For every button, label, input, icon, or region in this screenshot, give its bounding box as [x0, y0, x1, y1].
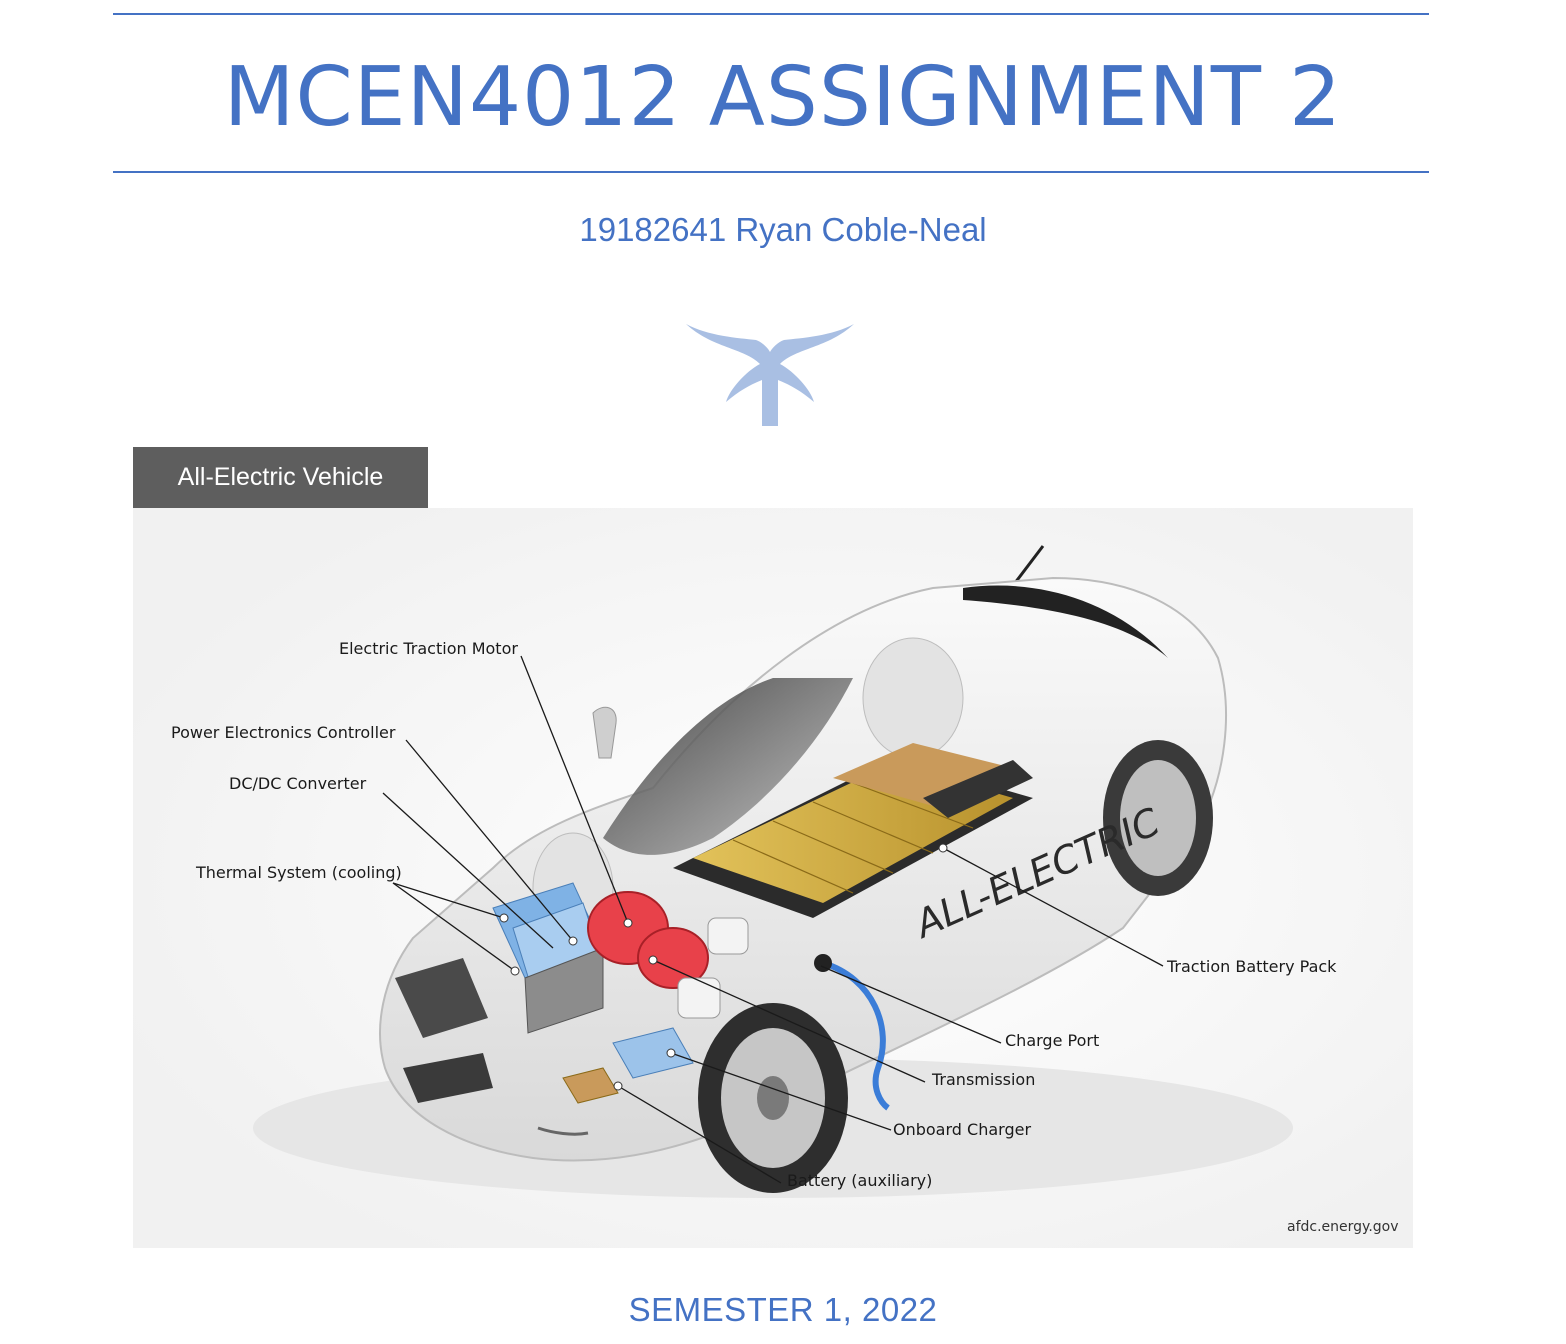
- ev-diagram: ALL-ELECTRIC: [133, 508, 1413, 1248]
- label-transmission: Transmission: [932, 1070, 1036, 1089]
- label-electric-traction-motor: Electric Traction Motor: [339, 639, 518, 658]
- author-line: 19182641 Ryan Coble-Neal: [579, 211, 987, 248]
- label-charge-port: Charge Port: [1005, 1031, 1100, 1050]
- university-logo: [686, 324, 854, 426]
- top-rule: [113, 13, 1429, 15]
- figure-badge: All-Electric Vehicle: [133, 447, 428, 508]
- label-dc-dc-converter: DC/DC Converter: [229, 774, 367, 793]
- semester-line: SEMESTER 1, 2022: [628, 1291, 938, 1328]
- document-title: MCEN4012 ASSIGNMENT 2: [223, 50, 1343, 145]
- image-credit: afdc.energy.gov: [1287, 1219, 1399, 1235]
- label-power-electronics-controller: Power Electronics Controller: [171, 723, 396, 742]
- title-underline: [113, 171, 1429, 173]
- label-thermal-system: Thermal System (cooling): [196, 863, 402, 882]
- label-onboard-charger: Onboard Charger: [893, 1120, 1032, 1139]
- label-traction-battery-pack: Traction Battery Pack: [1167, 957, 1337, 976]
- label-battery-auxiliary: Battery (auxiliary): [787, 1171, 933, 1190]
